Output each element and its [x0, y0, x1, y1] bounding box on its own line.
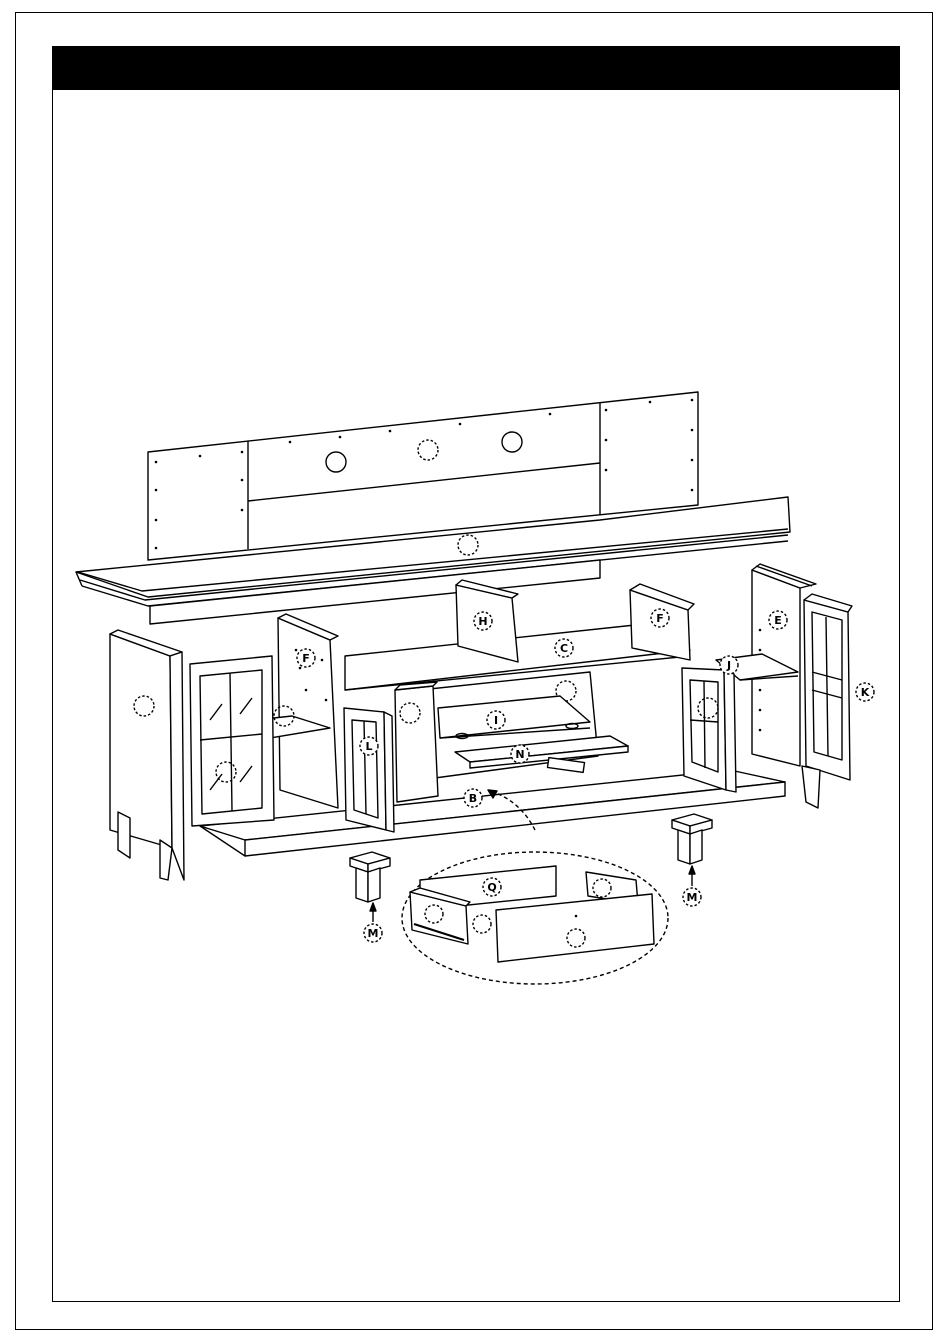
svg-text:B: B	[469, 792, 477, 805]
svg-text:Q: Q	[487, 881, 496, 894]
svg-text:F: F	[302, 652, 310, 665]
left-glass-door	[190, 656, 274, 826]
leg-m-left	[350, 852, 390, 922]
label-j: J	[720, 656, 738, 674]
drawer-front	[496, 894, 654, 962]
label-f-left: F	[297, 649, 315, 667]
svg-text:L: L	[365, 740, 372, 753]
label-q: Q	[483, 878, 501, 896]
svg-text:E: E	[774, 614, 782, 627]
svg-text:M: M	[368, 927, 379, 940]
svg-text:F: F	[656, 612, 664, 625]
svg-text:K: K	[861, 686, 870, 699]
svg-text:C: C	[560, 642, 568, 655]
label-i: I	[487, 711, 505, 729]
label-l: L	[360, 737, 378, 755]
label-c: C	[555, 639, 573, 657]
label-f-right: F	[651, 609, 669, 627]
right-inner-door	[682, 668, 736, 792]
side-panel-left	[110, 630, 184, 880]
svg-text:N: N	[515, 748, 524, 761]
center-panel	[395, 682, 438, 802]
label-m-right: M	[683, 888, 701, 906]
label-n: N	[511, 745, 529, 763]
door-k	[802, 594, 852, 808]
svg-text:M: M	[687, 891, 698, 904]
label-b: B	[464, 789, 482, 807]
part-marker-blank	[473, 915, 491, 933]
leg-m-right	[672, 814, 712, 886]
svg-text:H: H	[478, 615, 487, 628]
label-h: H	[474, 612, 492, 630]
partition-f-left	[278, 614, 338, 808]
label-m-left: M	[364, 924, 382, 942]
door-l	[344, 708, 394, 832]
svg-text:J: J	[726, 659, 731, 672]
svg-text:I: I	[494, 714, 498, 727]
label-k: K	[856, 683, 874, 701]
label-e: E	[769, 611, 787, 629]
